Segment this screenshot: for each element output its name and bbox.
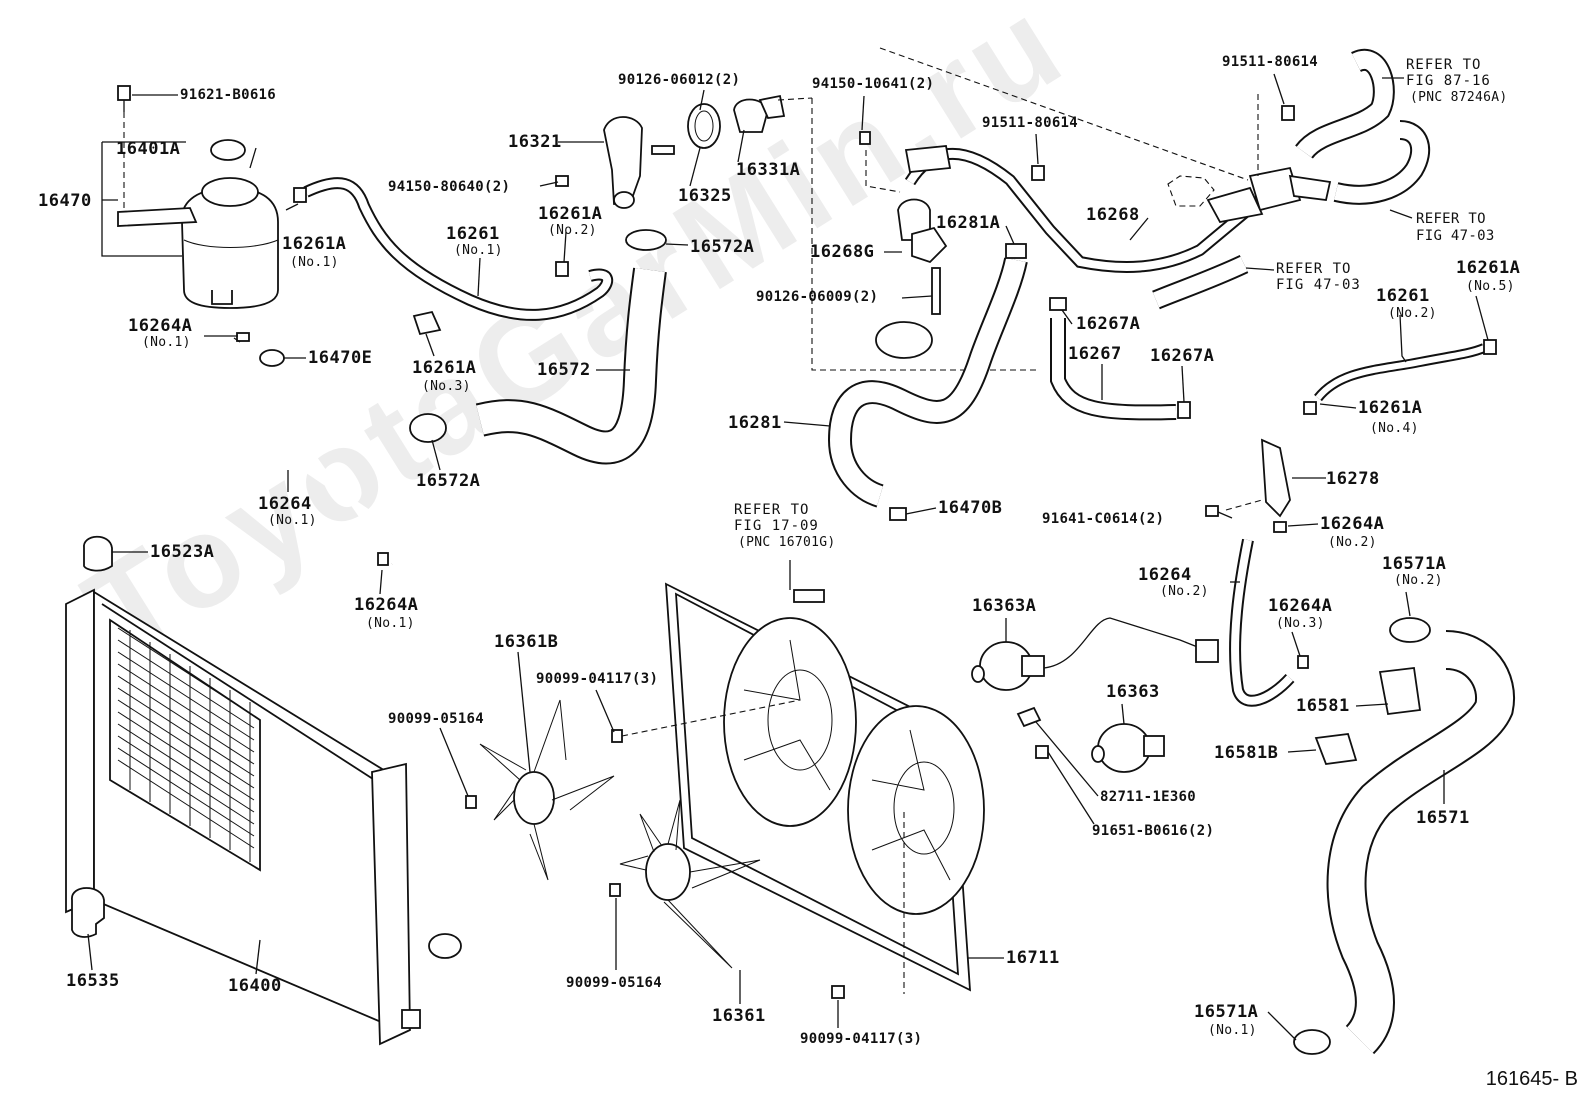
part-label-91511-80614-mid: 91511-80614: [982, 115, 1079, 131]
figure-id: 161645- B: [1485, 1068, 1578, 1090]
part-label-94150-10641: 94150-10641(2): [812, 76, 935, 92]
part-label-16264a-no1-bot-sub: (No.1): [366, 616, 415, 631]
ref-label-17-09-line3: (PNC 16701G): [738, 535, 836, 550]
part-label-16264-no1-sub: (No.1): [268, 513, 317, 528]
part-label-16268: 16268: [1086, 205, 1140, 225]
part-label-16261a-no5-sub: (No.5): [1466, 279, 1515, 294]
part-label-16325: 16325: [678, 186, 732, 206]
ref-label-47-03-a-line2: FIG 47-03: [1416, 228, 1495, 244]
part-label-16268g: 16268G: [810, 242, 875, 262]
part-label-16264-no2-sub: (No.2): [1160, 584, 1209, 599]
part-label-16361: 16361: [712, 1006, 766, 1026]
part-label-91651-b0616: 91651-B0616(2): [1092, 823, 1215, 839]
part-label-16261a-no1: 16261A: [282, 234, 347, 254]
part-label-16571a-no1: 16571A: [1194, 1002, 1259, 1022]
part-label-90099-05164-left: 90099-05164: [388, 711, 485, 727]
part-label-16264a-no3-sub: (No.3): [1276, 616, 1325, 631]
part-label-16361b: 16361B: [494, 632, 559, 652]
part-label-16261-no1: 16261: [446, 224, 500, 244]
ref-label-17-09-line1: REFER TO: [734, 502, 810, 518]
part-label-16264-no2: 16264: [1138, 565, 1192, 585]
part-label-16261a-no1-sub: (No.1): [290, 255, 339, 270]
part-label-16261a-no4: 16261A: [1358, 398, 1423, 418]
part-label-16470: 16470: [38, 191, 92, 211]
part-label-16267: 16267: [1068, 344, 1122, 364]
part-label-16523a: 16523A: [150, 542, 215, 562]
ref-label-47-03-b-line1: REFER TO: [1276, 261, 1352, 277]
part-label-90099-05164-bot: 90099-05164: [566, 975, 663, 991]
motor-16363: [1091, 723, 1165, 773]
part-label-16264a-no3: 16264A: [1268, 596, 1333, 616]
ref-label-87-16-line1: REFER TO: [1406, 57, 1482, 73]
part-label-16535: 16535: [66, 971, 120, 991]
part-label-91641-c0614: 91641-C0614(2): [1042, 511, 1165, 527]
part-label-16261a-no3: 16261A: [412, 358, 477, 378]
part-label-16401a: 16401A: [116, 139, 181, 159]
reservoir-tank: [117, 139, 279, 309]
part-label-16470b: 16470B: [938, 498, 1003, 518]
part-label-16571a-no1-sub: (No.1): [1208, 1023, 1257, 1038]
part-label-16261-no2: 16261: [1376, 286, 1430, 306]
part-label-16581b: 16581B: [1214, 743, 1279, 763]
part-label-16331a: 16331A: [736, 160, 801, 180]
part-label-16264a-no2-sub: (No.2): [1328, 535, 1377, 550]
bolt-91621: [117, 85, 178, 212]
ref-label-17-09-line2: FIG 17-09: [734, 518, 819, 534]
fan-16361b: [479, 699, 615, 881]
part-label-16572a-top: 16572A: [690, 237, 755, 257]
part-label-91511-80614-top: 91511-80614: [1222, 54, 1319, 70]
part-label-16261a-no2: 16261A: [538, 204, 603, 224]
radiator: [65, 588, 462, 1046]
part-label-82711-1e360: 82711-1E360: [1100, 789, 1197, 805]
ref-label-87-16-line2: FIG 87-16: [1406, 73, 1491, 89]
part-label-90126-06009: 90126-06009(2): [756, 289, 879, 305]
part-label-16261a-no4-sub: (No.4): [1370, 421, 1419, 436]
part-label-16281a: 16281A: [936, 213, 1001, 233]
part-label-16267a-top: 16267A: [1076, 314, 1141, 334]
part-label-94150-80640: 94150-80640(2): [388, 179, 511, 195]
part-label-16261-no1-sub: (No.1): [454, 243, 503, 258]
ref-label-47-03-b-line2: FIG 47-03: [1276, 277, 1361, 293]
part-label-16264-no1: 16264: [258, 494, 312, 514]
part-label-90099-04117-bot: 90099-04117(3): [800, 1031, 923, 1047]
part-label-16261a-no3-sub: (No.3): [422, 379, 471, 394]
fan-16361: [619, 799, 761, 969]
part-label-16264a-no2: 16264A: [1320, 514, 1385, 534]
fan-shroud: [664, 582, 985, 992]
motor-16363a: [971, 617, 1219, 691]
part-label-16400: 16400: [228, 976, 282, 996]
part-label-16278: 16278: [1326, 469, 1380, 489]
part-label-16281: 16281: [728, 413, 782, 433]
part-label-16572: 16572: [537, 360, 591, 380]
part-label-16571: 16571: [1416, 808, 1470, 828]
part-label-16363a: 16363A: [972, 596, 1037, 616]
part-label-16261a-no2-sub: (No.2): [548, 223, 597, 238]
part-label-16470e: 16470E: [308, 348, 373, 368]
ref-label-47-03-a-line1: REFER TO: [1416, 211, 1486, 227]
part-label-90099-04117-top: 90099-04117(3): [536, 671, 659, 687]
part-label-91621-b0616: 91621-B0616: [180, 87, 277, 103]
part-label-16264a-no1-top: 16264A: [128, 316, 193, 336]
part-label-90126-06012: 90126-06012(2): [618, 72, 741, 88]
part-label-16572a-bot: 16572A: [416, 471, 481, 491]
part-label-16581: 16581: [1296, 696, 1350, 716]
part-label-16711: 16711: [1006, 948, 1060, 968]
part-label-16363: 16363: [1106, 682, 1160, 702]
part-label-16264a-no1-bot: 16264A: [354, 595, 419, 615]
part-label-16321: 16321: [508, 132, 562, 152]
part-label-16261a-no5: 16261A: [1456, 258, 1521, 278]
ref-label-87-16-line3: (PNC 87246A): [1410, 90, 1508, 105]
part-label-16267a-bot: 16267A: [1150, 346, 1215, 366]
part-label-16571a-no2-sub: (No.2): [1394, 573, 1443, 588]
part-label-16571a-no2: 16571A: [1382, 554, 1447, 574]
part-label-16264a-no1-top-sub: (No.1): [142, 335, 191, 350]
